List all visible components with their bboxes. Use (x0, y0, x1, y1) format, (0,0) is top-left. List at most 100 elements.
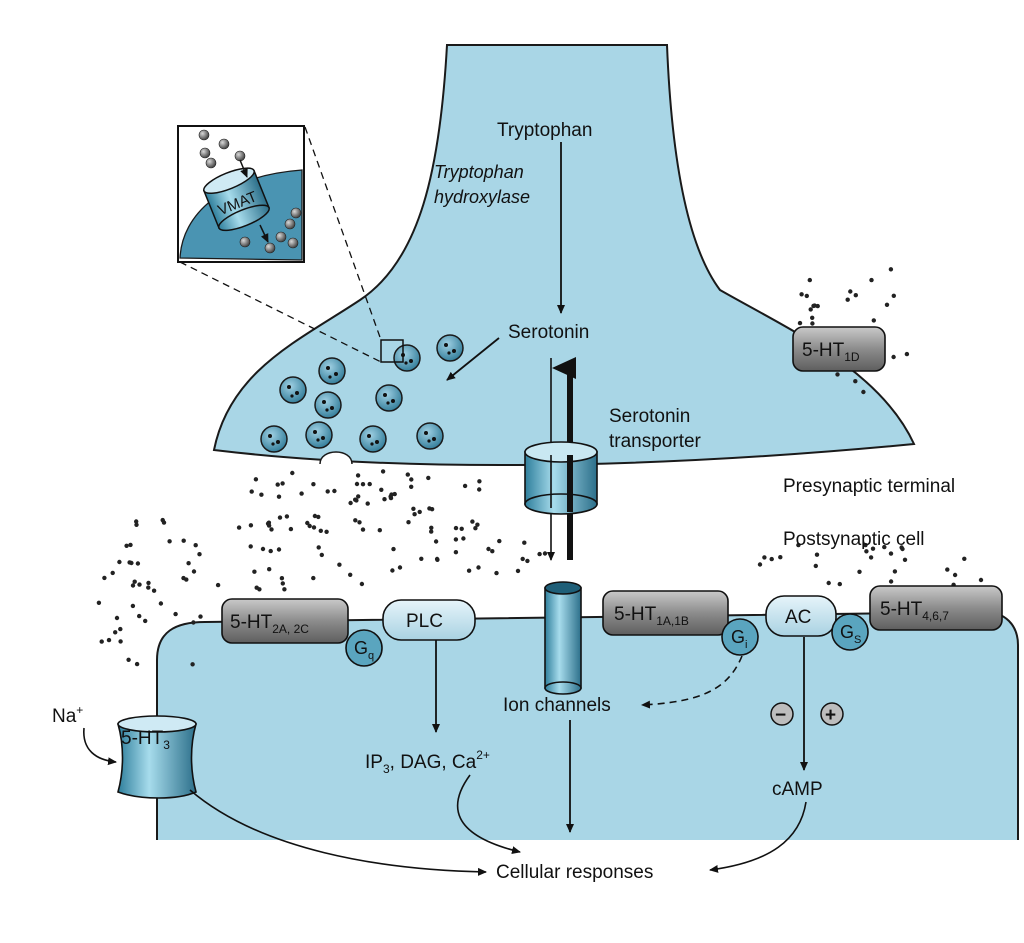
transporter-label-line2: transporter (609, 431, 702, 452)
serotonin-molecule (426, 475, 431, 481)
serotonin-molecule (417, 509, 422, 515)
serotonin-molecule (236, 525, 242, 530)
serotonin-molecule (884, 302, 890, 307)
postsynaptic-cell-label: Postsynaptic cell (783, 529, 925, 550)
gprotein-gi (721, 618, 759, 656)
serotonin-molecule (525, 558, 530, 564)
serotonin-molecule (143, 618, 148, 624)
enzyme-plc (382, 599, 476, 641)
receptor-5ht4-6-7 (869, 585, 1003, 631)
serotonin-molecule (305, 520, 310, 526)
enzyme-label-line1: Tryptophan (434, 162, 524, 182)
serotonin-molecule (453, 537, 459, 542)
serotonin-molecule (762, 555, 767, 560)
serotonin-molecule (459, 526, 464, 531)
serotonin-molecule (845, 297, 850, 302)
serotonin-molecule (356, 494, 361, 499)
serotonin-molecule (318, 528, 323, 533)
serotonin-molecule (477, 479, 482, 484)
serotonin-molecule (904, 351, 910, 357)
serotonin-molecule (888, 267, 894, 272)
vesicle (260, 425, 288, 453)
serotonin-molecule (835, 372, 840, 377)
serotonin-molecule (826, 580, 831, 586)
serotonin-molecule (249, 489, 254, 494)
serotonin-molecule (475, 522, 480, 527)
serotonin-molecule (813, 563, 818, 569)
serotonin-molecule (515, 568, 521, 574)
vesicle (314, 391, 342, 419)
gprotein-gi-label: Gi (731, 627, 747, 651)
serotonin-molecule (197, 552, 202, 557)
vesicle (416, 422, 444, 450)
serotonin-molecule (311, 575, 316, 581)
serotonin-molecule (117, 559, 122, 565)
serotonin-molecule (409, 477, 414, 482)
serotonin-molecule (191, 620, 196, 625)
gprotein-gs-label: GS (840, 622, 861, 646)
serotonin-molecule (427, 506, 432, 511)
serotonin-molecule (348, 500, 353, 506)
serotonin-molecule (476, 565, 481, 570)
serotonin-molecule (542, 551, 548, 556)
serotonin-molecule (419, 556, 424, 561)
tryptophan-label: Tryptophan (497, 120, 592, 141)
serotonin-molecule (114, 615, 120, 621)
serotonin-molecule (173, 611, 178, 617)
vesicle (375, 384, 403, 412)
serotonin-molecule (316, 545, 321, 550)
serotonin-molecule (808, 307, 813, 312)
presynaptic-terminal-label: Presynaptic terminal (783, 476, 955, 497)
serotonin-molecule (796, 542, 801, 548)
serotonin-molecule (110, 570, 115, 576)
serotonin-molecule (882, 544, 887, 550)
serotonin-molecule (952, 572, 958, 578)
plus-sign: + (825, 705, 836, 726)
serotonin-molecule (126, 657, 131, 662)
serotonin-molecule (466, 568, 472, 573)
serotonin-molecule (810, 321, 815, 326)
serotonin-molecule (257, 587, 262, 592)
serotonin-molecule (477, 487, 482, 492)
ion-channel-cylinder (544, 581, 582, 695)
serotonin-molecule (113, 630, 118, 635)
serotonin-molecule (869, 277, 874, 283)
serotonin-molecule (184, 577, 189, 582)
serotonin-molecule (797, 320, 803, 326)
serotonin-molecule (962, 556, 967, 561)
second-messengers-label: IP3, DAG, Ca2+ (365, 748, 490, 776)
serotonin-molecule (473, 526, 478, 531)
serotonin-molecule (280, 581, 285, 586)
serotonin-molecule (392, 491, 397, 497)
serotonin-molecule (757, 562, 763, 567)
serotonin-molecule (861, 389, 866, 395)
inhibition-icon (770, 702, 794, 726)
serotonin-molecule (118, 639, 123, 644)
serotonin-molecule (453, 525, 459, 531)
cellular-responses-label: Cellular responses (496, 862, 653, 883)
serotonin-molecule (268, 548, 273, 554)
serotonin-molecule (137, 582, 142, 587)
serotonin-molecule (190, 662, 195, 667)
serotonin-molecule (319, 552, 324, 558)
serotonin-molecule (433, 539, 439, 544)
serotonin-molecule (265, 521, 271, 526)
serotonin-molecule (337, 562, 342, 567)
serotonin-molecule (132, 579, 137, 584)
serotonin-molecule (870, 546, 876, 551)
camp-label: cAMP (772, 779, 823, 800)
serotonin-molecule (191, 569, 197, 574)
receptor-5ht1a-1b (602, 590, 729, 636)
serotonin-molecule (853, 293, 858, 298)
serotonin-molecule (406, 520, 411, 525)
serotonin-molecule (198, 614, 203, 619)
serotonin-molecule (106, 637, 112, 643)
serotonin-molecule (360, 527, 366, 532)
serotonin-molecule (124, 543, 129, 548)
serotonin-molecule (307, 523, 312, 529)
serotonin-molecule (130, 583, 136, 588)
serotonin-molecule (288, 526, 294, 532)
plc-label: PLC (406, 611, 443, 632)
serotonin-molecule (130, 603, 136, 609)
